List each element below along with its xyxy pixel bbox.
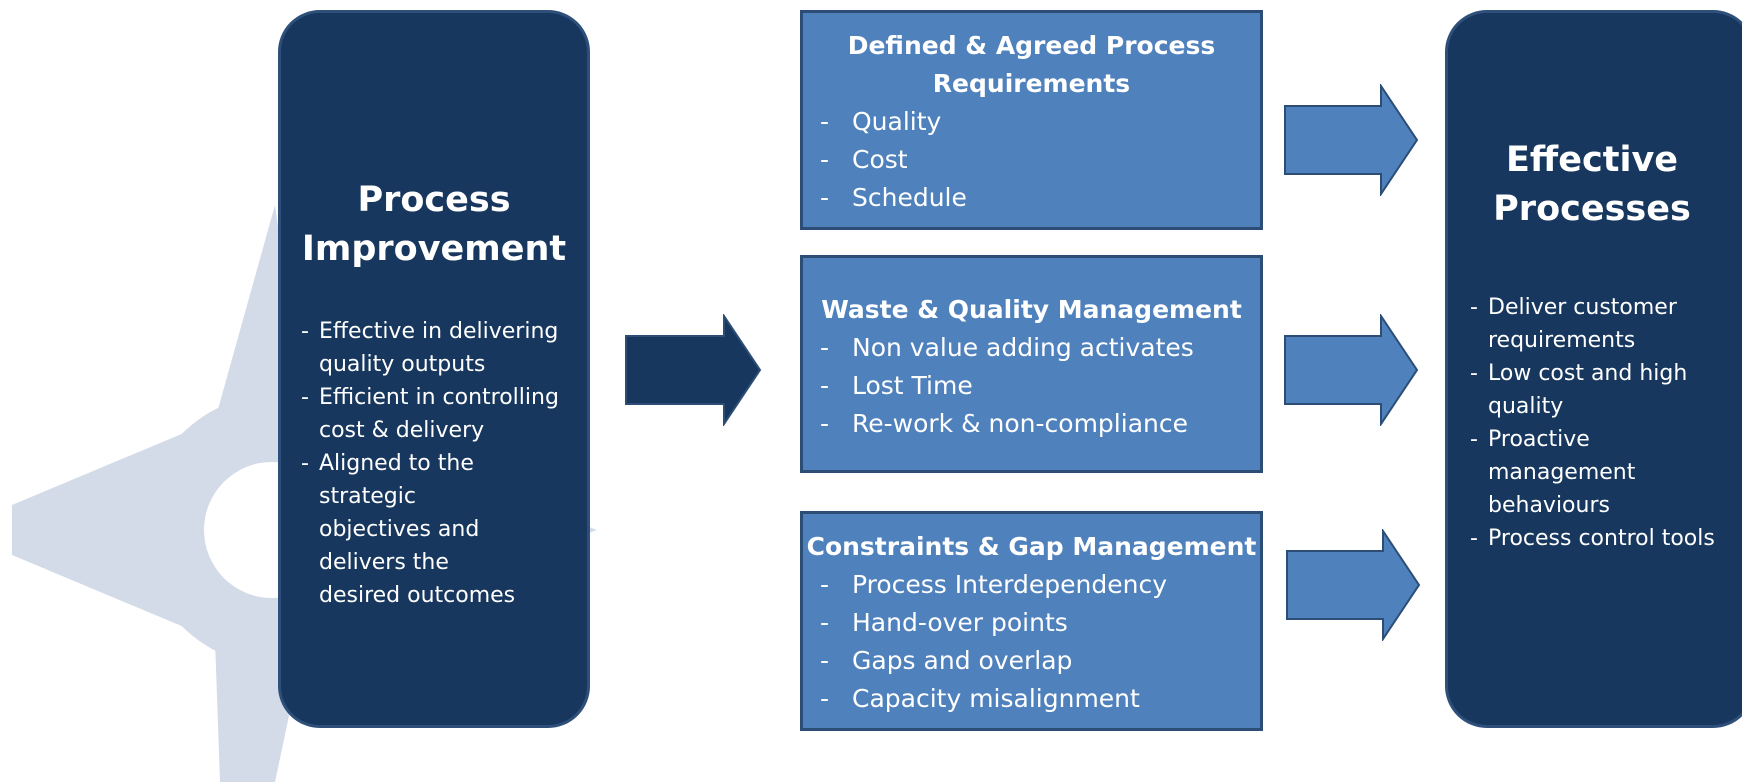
constraints-gap-box-title: Constraints & Gap Management [806,532,1257,561]
list-item: -Gaps and overlap [820,646,1073,675]
process-improvement-list: -Effective in delivering quality outputs… [301,315,591,612]
list-item: -Process control tools [1470,526,1715,551]
effective-processes-list: -Deliver customer requirements -Low cost… [1470,291,1742,555]
list-item: -Capacity misalignment [820,684,1140,713]
waste-quality-list: -Non value adding activates -Lost Time -… [820,329,1194,443]
list-item: -Process Interdependency [820,570,1168,599]
list-item: -Effective in delivering quality outputs [301,319,559,377]
list-item: -Aligned to the strategic objectives and… [301,451,516,608]
list-item: -Schedule [820,183,967,212]
arrow-requirements-to-outcome [1284,84,1419,196]
waste-quality-box: Waste & Quality Management -Non value ad… [800,255,1263,473]
requirements-box-title: Defined & Agreed Process Requirements [847,31,1216,98]
requirements-list: -Quality -Cost -Schedule [820,103,967,217]
process-improvement-panel: Process Improvement -Effective in delive… [278,10,590,728]
list-item: -Deliver customer requirements [1470,295,1677,353]
list-item: -Efficient in controlling cost & deliver… [301,385,559,443]
main-arrow [625,314,762,426]
list-item: -Hand-over points [820,608,1068,637]
constraints-gap-list: -Process Interdependency -Hand-over poin… [820,566,1167,718]
list-item: -Proactive management behaviours [1470,427,1636,518]
list-item: -Quality [820,107,942,136]
list-item: -Re-work & non-compliance [820,409,1188,438]
requirements-box: Defined & Agreed Process Requirements -Q… [800,10,1263,230]
constraints-gap-box: Constraints & Gap Management -Process In… [800,511,1263,731]
waste-quality-box-title: Waste & Quality Management [821,295,1242,324]
list-item: -Non value adding activates [820,333,1194,362]
arrow-constraints-to-outcome [1286,529,1421,641]
list-item: -Lost Time [820,371,973,400]
arrow-waste-to-outcome [1284,314,1419,426]
process-improvement-title: Process Improvement [301,180,567,269]
effective-processes-title: Effective Processes [1493,140,1691,229]
effective-processes-panel: Effective Processes -Deliver customer re… [1445,10,1742,728]
list-item: -Cost [820,145,908,174]
list-item: -Low cost and high quality [1470,361,1688,419]
